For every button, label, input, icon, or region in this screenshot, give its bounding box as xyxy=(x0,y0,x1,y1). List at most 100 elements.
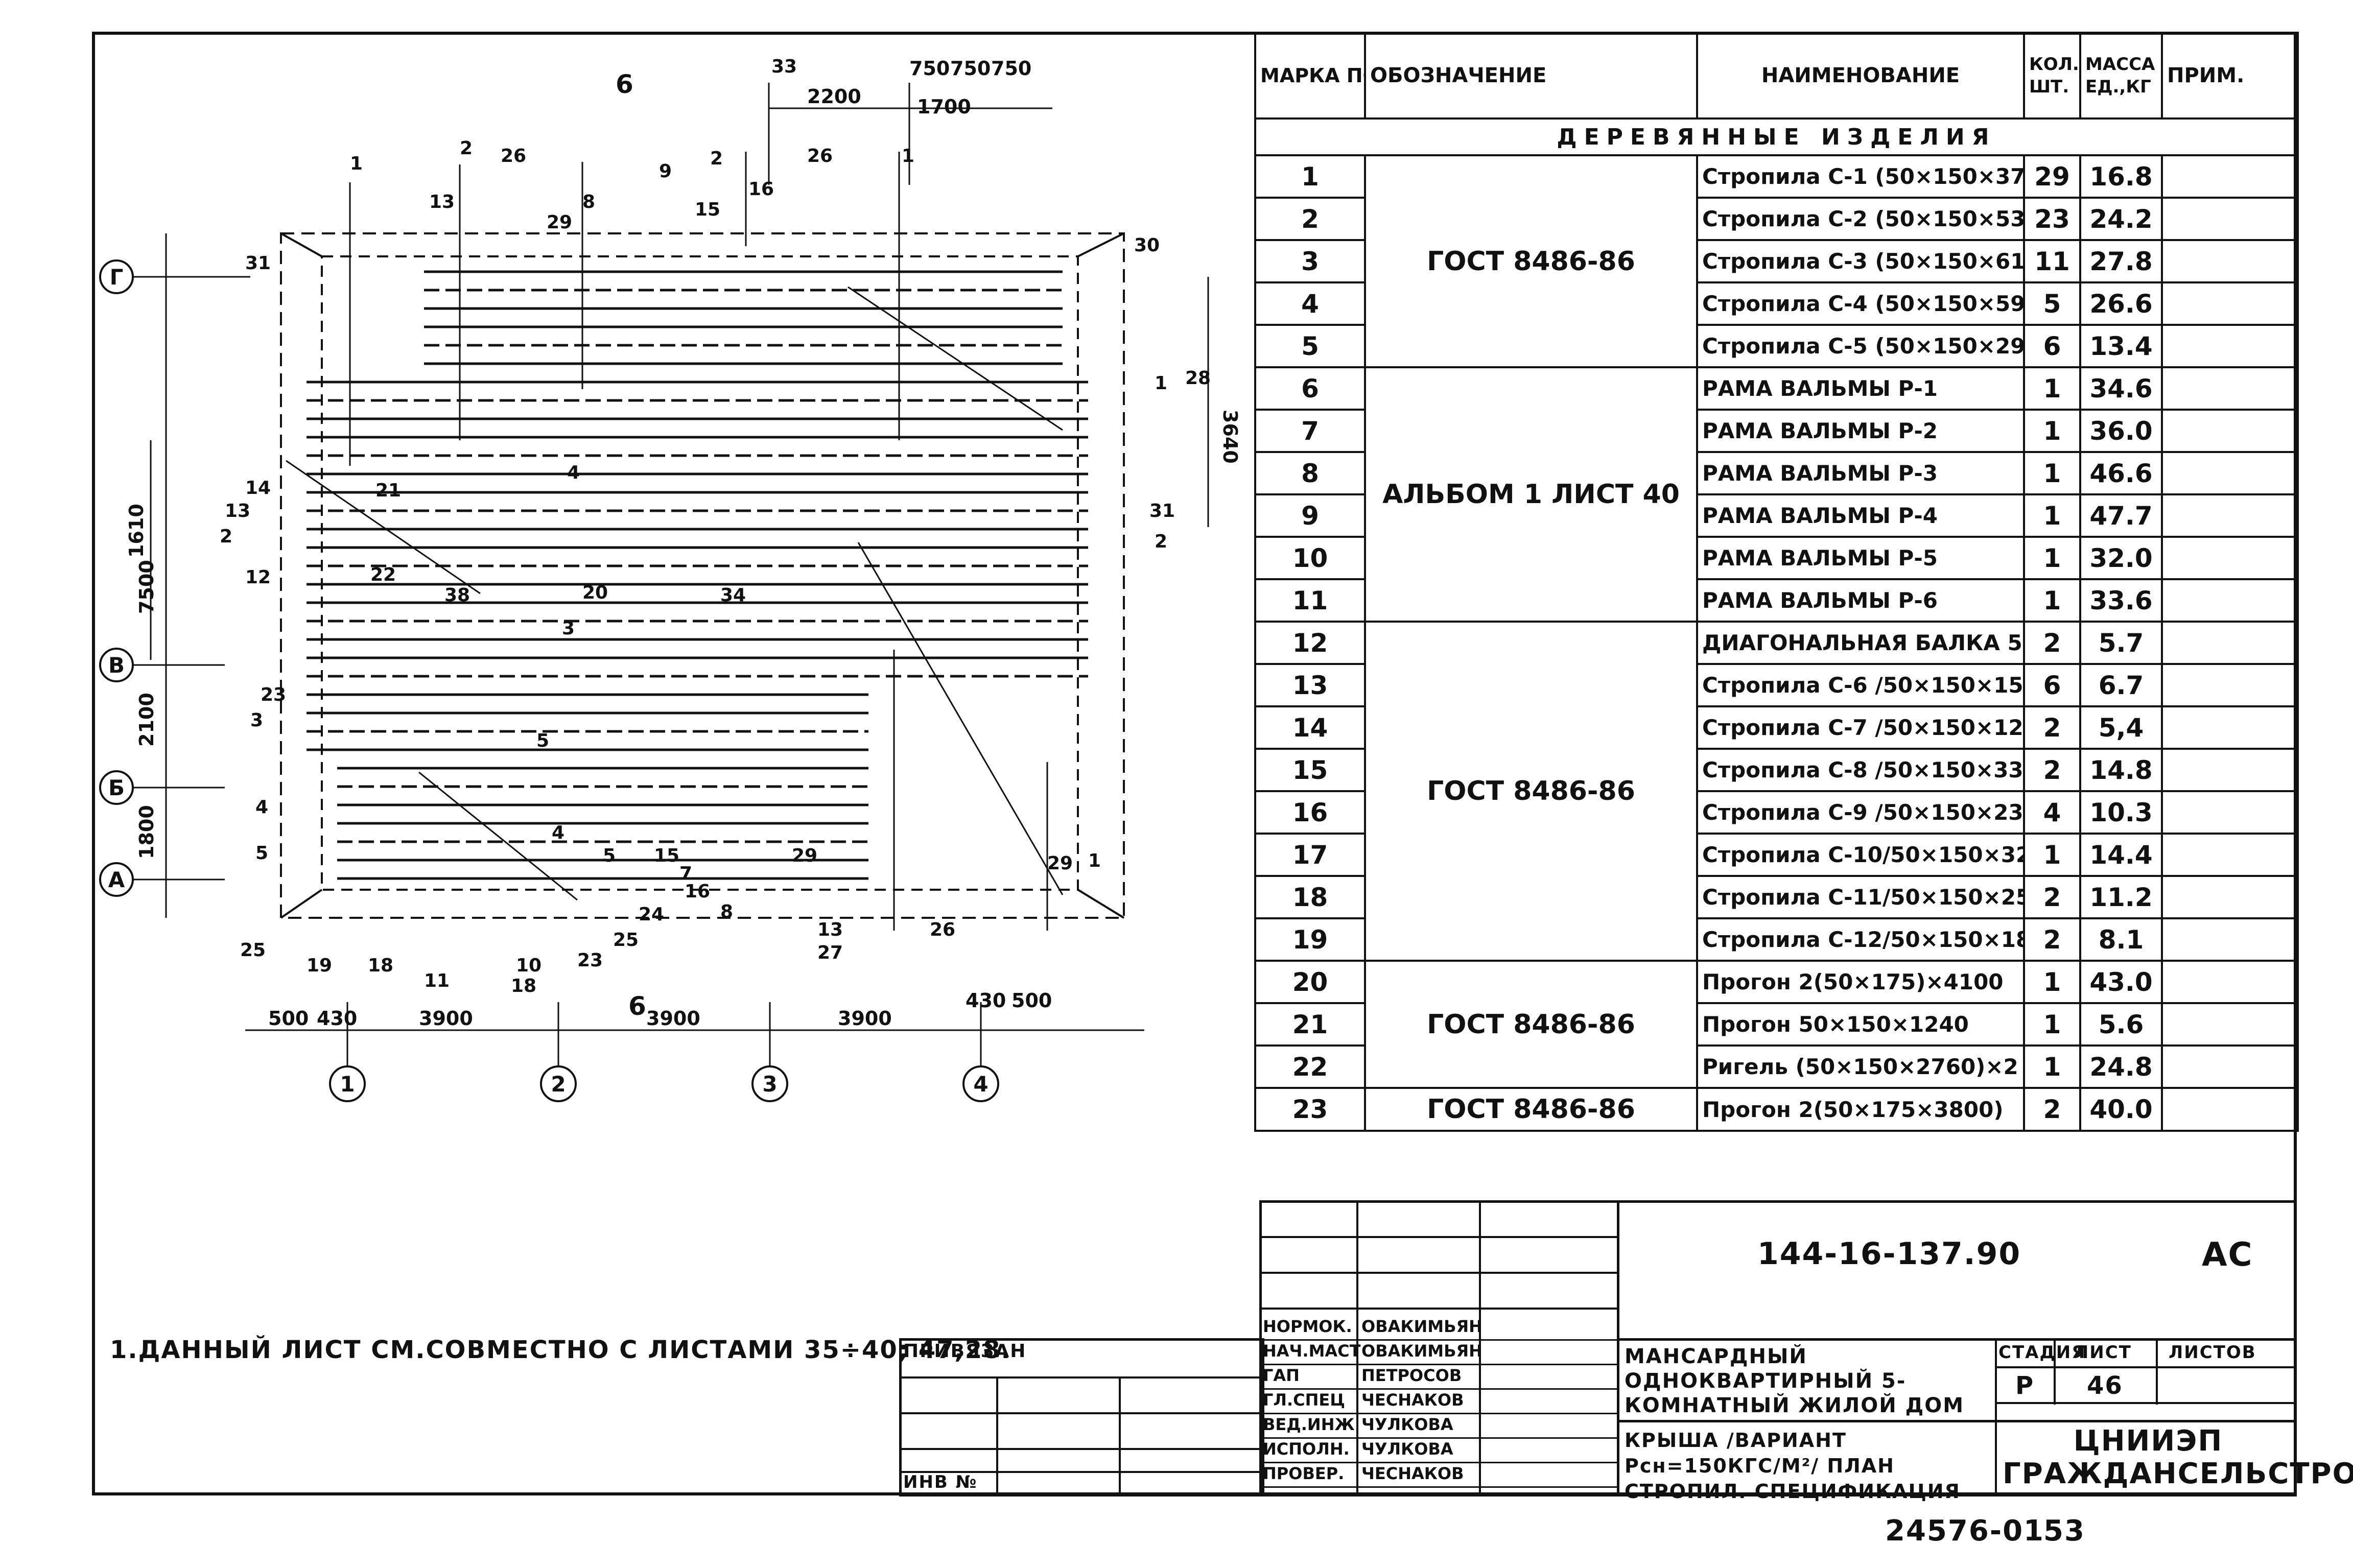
axis-bubble-4 xyxy=(962,1065,999,1102)
staff-role: НОРМОК. xyxy=(1263,1317,1352,1336)
cell-name: Прогон 2(50×175×3800) xyxy=(1696,1087,2025,1132)
sheet-value: 46 xyxy=(2087,1371,2123,1400)
cell-qty: 1 xyxy=(2023,960,2081,1004)
sheets-label: ЛИСТОВ xyxy=(2169,1342,2256,1363)
cell-designation: ГОСТ 8486-86 xyxy=(1364,1087,1698,1132)
cell-mass: 6.7 xyxy=(2079,663,2163,707)
header-mass: МАССА ЕД.,КГ xyxy=(2079,32,2163,120)
cell-qty: 1 xyxy=(2023,1044,2081,1089)
cell-qty: 29 xyxy=(2023,154,2081,199)
cell-name: Стропила С-7 /50×150×1200) xyxy=(1696,705,2025,750)
cell-designation: ГОСТ 8486-86 xyxy=(1364,154,1698,368)
title-block xyxy=(1259,1200,2297,1496)
position-callout: 24 xyxy=(639,904,664,925)
cell-note xyxy=(2161,790,2299,835)
position-callout: 25 xyxy=(240,940,266,961)
axis-label-2: 2 xyxy=(551,1072,566,1097)
cell-name: Стропила С-10/50×150×3200) xyxy=(1696,833,2025,877)
cell-mass: 10.3 xyxy=(2079,790,2163,835)
cell-mass: 14.4 xyxy=(2079,833,2163,877)
header-qty: КОЛ. ШТ. xyxy=(2023,32,2081,120)
position-callout: 26 xyxy=(501,146,526,167)
dim-top-0: 2200 xyxy=(807,85,861,108)
cell-mass: 40.0 xyxy=(2079,1087,2163,1132)
position-callout: 2 xyxy=(710,148,723,169)
position-callout: 31 xyxy=(1149,501,1175,521)
cell-name: РАМА ВАЛЬМЫ Р-6 xyxy=(1696,578,2025,623)
axis-label-a: А xyxy=(108,867,125,892)
rafter-plan-drawing: Г В Б А 1 2 3 4 500 430 3900 3900 3900 4… xyxy=(99,56,1241,1102)
cell-note xyxy=(2161,960,2299,1004)
hip-line xyxy=(848,286,1063,431)
cell-note xyxy=(2161,663,2299,707)
cell-designation: АЛЬБОМ 1 ЛИСТ 40 xyxy=(1364,366,1698,623)
dim-bottom-4: 3900 xyxy=(838,1007,892,1030)
cell-name: Стропила С-6 /50×150×1500) xyxy=(1696,663,2025,707)
position-callout: 18 xyxy=(511,976,536,996)
cell-note xyxy=(2161,197,2299,241)
position-callout: 13 xyxy=(429,192,455,212)
position-callout: 9 xyxy=(659,161,672,182)
cell-qty: 5 xyxy=(2023,281,2081,326)
header-designation: ОБОЗНАЧЕНИЕ xyxy=(1364,32,1698,120)
cell-note xyxy=(2161,917,2299,962)
position-callout: 33 xyxy=(771,56,797,77)
staff-divider xyxy=(1259,1437,1617,1439)
cell-name: Стропила С-1 (50×150×3740) xyxy=(1696,154,2025,199)
position-callout: 1 xyxy=(1155,373,1167,394)
dim-top-4: 750 xyxy=(991,57,1031,80)
position-callout: 29 xyxy=(547,212,572,233)
staff-name: ОВАКИМЬЯН xyxy=(1361,1341,1483,1361)
dim-bottom-2: 3900 xyxy=(419,1007,473,1030)
cell-pos: 23 xyxy=(1254,1087,1366,1132)
cell-mass: 5.6 xyxy=(2079,1002,2163,1047)
position-callout: 7 xyxy=(679,863,692,884)
cell-name: Стропила С-2 (50×150×5370) xyxy=(1696,197,2025,241)
cell-note xyxy=(2161,493,2299,538)
section-mark-bottom: 6 xyxy=(628,991,646,1021)
header-name: НАИМЕНОВАНИЕ xyxy=(1696,32,2025,120)
cell-note xyxy=(2161,366,2299,411)
cell-mass: 32.0 xyxy=(2079,536,2163,580)
cell-mass: 11.2 xyxy=(2079,875,2163,919)
position-callout: 18 xyxy=(368,955,393,976)
specification-table: МАРКА ПОЗИЦ. ОБОЗНАЧЕНИЕ НАИМЕНОВАНИЕ КО… xyxy=(1254,32,2299,1132)
axis-label-b: Б xyxy=(108,775,125,800)
cell-qty: 1 xyxy=(2023,366,2081,411)
position-callout: 4 xyxy=(552,822,564,843)
cell-qty: 6 xyxy=(2023,324,2081,368)
staff-role: ГЛ.СПЕЦ xyxy=(1263,1390,1345,1410)
cell-mass: 13.4 xyxy=(2079,324,2163,368)
position-callout: 4 xyxy=(255,797,268,818)
cell-name: Стропила С-5 (50×150×2980) xyxy=(1696,324,2025,368)
position-callout: 14 xyxy=(245,478,271,498)
position-callout: 15 xyxy=(654,845,679,866)
cell-designation: ГОСТ 8486-86 xyxy=(1364,621,1698,962)
cell-note xyxy=(2161,1044,2299,1089)
axis-label-1: 1 xyxy=(340,1072,355,1097)
attach-block xyxy=(899,1338,1264,1496)
position-callout: 1 xyxy=(902,146,914,167)
cell-qty: 1 xyxy=(2023,493,2081,538)
cell-pos: 8 xyxy=(1254,451,1366,495)
cell-name: Прогон 50×150×1240 xyxy=(1696,1002,2025,1047)
dim-top-3: 750 xyxy=(950,57,991,80)
cell-note xyxy=(2161,621,2299,665)
cell-qty: 1 xyxy=(2023,578,2081,623)
cell-note xyxy=(2161,1087,2299,1132)
cell-pos: 22 xyxy=(1254,1044,1366,1089)
page-number: 53 xyxy=(2043,1514,2085,1548)
position-callout: 1 xyxy=(1088,850,1101,871)
axis-bubble-v xyxy=(99,648,134,682)
sheet-label: ЛИСТ xyxy=(2074,1342,2132,1363)
cell-pos: 19 xyxy=(1254,917,1366,962)
cell-pos: 4 xyxy=(1254,281,1366,326)
position-callout: 4 xyxy=(567,462,580,483)
dim-bottom-0: 500 xyxy=(268,1007,309,1030)
cell-qty: 2 xyxy=(2023,621,2081,665)
